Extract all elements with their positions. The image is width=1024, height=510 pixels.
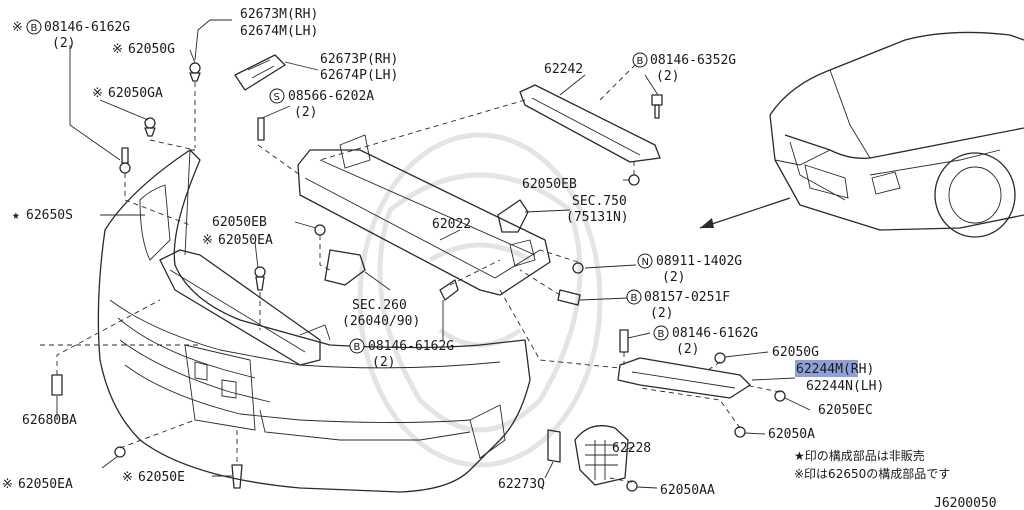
label-62673m: 62673M(RH) — [240, 7, 318, 22]
label-62050eb-right: 62050EB — [522, 177, 577, 192]
label-62050ea-bottom: 62050EA — [18, 477, 73, 492]
label-qty: (2) — [676, 342, 699, 357]
label-62050e: 62050E — [138, 470, 185, 485]
label-62022: 62022 — [432, 217, 471, 232]
bolt-symbol-letter: B — [658, 329, 665, 340]
kome-mark: ※ — [2, 477, 13, 492]
label-62050ga: 62050GA — [108, 86, 163, 101]
label-08146-6352g: 08146-6352G — [650, 53, 736, 68]
label-qty: (2) — [656, 69, 679, 84]
highlight-box — [795, 360, 858, 377]
label-62050g-right: 62050G — [772, 345, 819, 360]
leader-lines — [56, 19, 811, 489]
bolt-symbol-letter: B — [354, 342, 361, 353]
label-qty: (2) — [52, 36, 75, 51]
label-qty: (2) — [372, 355, 395, 370]
figure-id: J6200050 — [934, 496, 997, 510]
label-sec750: SEC.750 — [572, 194, 627, 209]
label-62050g-top: 62050G — [128, 42, 175, 57]
small-brackets — [51, 54, 751, 486]
star-mark: ★ — [12, 208, 20, 223]
label-qty: (2) — [662, 270, 685, 285]
bolt-symbol-icon — [349, 338, 365, 354]
bolt-symbol-letter: B — [631, 293, 638, 304]
label-08146-6162g-right: 08146-6162G — [672, 326, 758, 341]
bolt-symbol-icon — [26, 19, 42, 35]
bolt-symbol-icon — [626, 289, 642, 305]
label-62244m: 62244M(RH) — [796, 362, 874, 377]
bolt-symbol-letter: B — [31, 23, 38, 34]
label-62050a: 62050A — [768, 427, 815, 442]
nut-symbol-icon — [637, 253, 653, 269]
label-sec260-ref: (26040/90) — [342, 314, 420, 329]
reinforcement-62022 — [297, 134, 551, 296]
label-62273q: 62273Q — [498, 477, 545, 492]
assembly-lines — [40, 59, 781, 483]
label-sec260: SEC.260 — [352, 298, 407, 313]
label-62228: 62228 — [612, 441, 651, 456]
kome-mark: ※ — [112, 42, 123, 57]
nut-symbol-letter: N — [642, 257, 649, 268]
screw-symbol-icon — [269, 88, 285, 104]
label-62673p: 62673P(RH) — [320, 52, 398, 67]
label-08146-6162g-center: 08146-6162G — [368, 339, 454, 354]
kome-mark: ※ — [92, 86, 103, 101]
label-62050ec: 62050EC — [818, 403, 873, 418]
label-qty: (2) — [650, 306, 673, 321]
label-08157-0251f: 08157-0251F — [644, 290, 730, 305]
kome-mark: ※ — [122, 470, 133, 485]
label-qty: (2) — [294, 105, 317, 120]
label-62050eb-left: 62050EB — [212, 215, 267, 230]
label-62680ba: 62680BA — [22, 413, 77, 428]
grille-frame — [159, 149, 321, 366]
label-08566-6202a: 08566-6202A — [288, 89, 374, 104]
label-sec750-ref: (75131N) — [566, 210, 629, 225]
label-62244n: 62244N(LH) — [806, 379, 884, 394]
label-62674p: 62674P(LH) — [320, 68, 398, 83]
bracket-62242 — [519, 84, 661, 163]
screw-symbol-letter: S — [274, 92, 280, 103]
label-62674m: 62674M(LH) — [240, 24, 318, 39]
label-62242: 62242 — [544, 62, 583, 77]
note-not-sold: ★印の構成部品は非販売 — [794, 448, 925, 463]
bolt-symbol-icon — [632, 52, 648, 68]
bolt-symbol-letter: B — [637, 56, 644, 67]
label-62050aa: 62050AA — [660, 483, 715, 498]
vehicle-illustration — [699, 31, 1024, 238]
label-08146-6162g-top: 08146-6162G — [44, 20, 130, 35]
note-component-of: ※印は62650の構成部品です — [794, 466, 950, 481]
label-08911-1402g: 08911-1402G — [656, 254, 742, 269]
bolt-symbol-icon — [653, 325, 669, 341]
kome-mark: ※ — [12, 20, 23, 35]
label-62050ea-left: 62050EA — [218, 233, 273, 248]
watermark-emblem — [357, 132, 603, 468]
label-62650s: 62650S — [26, 208, 73, 223]
kome-mark: ※ — [202, 233, 213, 248]
